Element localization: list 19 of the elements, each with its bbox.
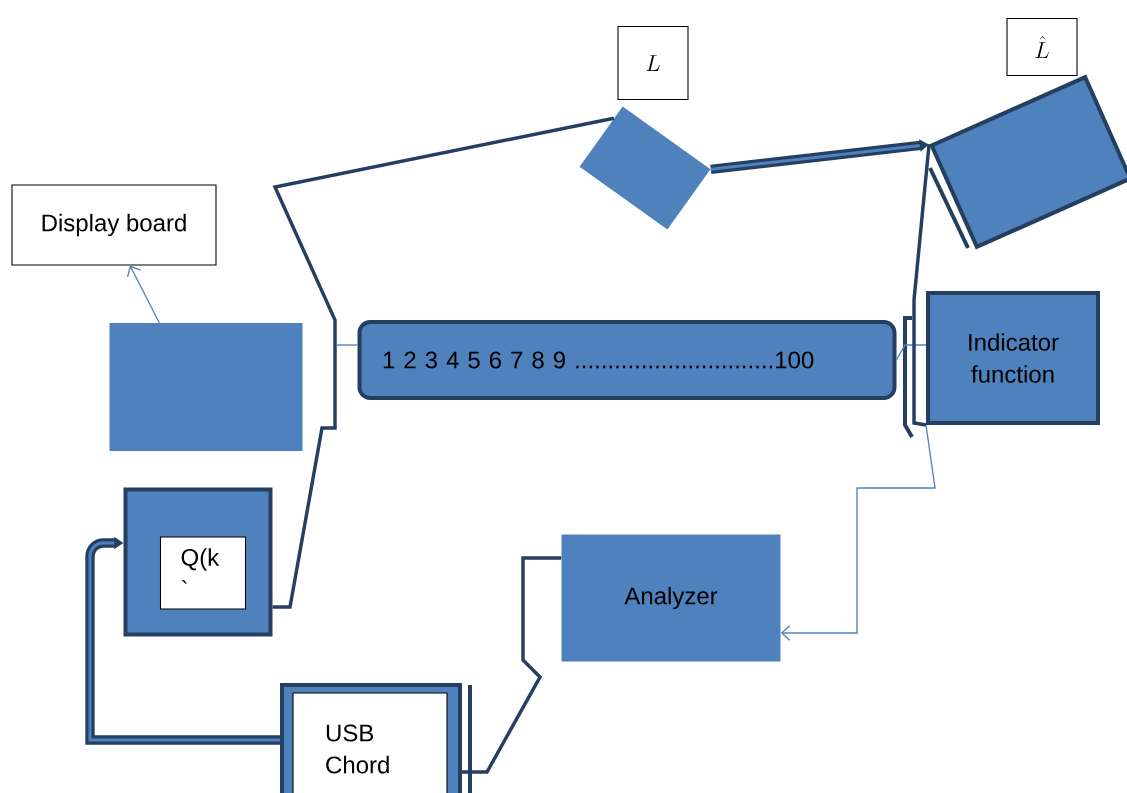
number-bar: 1 2 3 4 5 6 7 8 9 ..............................100 [357, 320, 897, 400]
connector-line [335, 344, 359, 346]
text-box: USB Chord [292, 692, 448, 793]
connector-line [272, 116, 615, 609]
connector-line [462, 556, 562, 774]
symbol-box: $L$ [617, 25, 689, 101]
tilted-box [579, 106, 711, 230]
filled-box [109, 323, 303, 451]
text-box: Q(k ` [159, 536, 247, 610]
arrow [710, 139, 929, 174]
arrow [85, 536, 280, 745]
analyzer-box: Analyzer [561, 534, 781, 662]
connector-line [895, 344, 927, 361]
function-box: Indicator function [926, 291, 1100, 425]
arrow [780, 424, 936, 641]
connector-line [912, 144, 931, 427]
text-box: Display board [11, 184, 217, 266]
symbol-box: $\hat{L}$ [1006, 17, 1078, 77]
arrow [126, 265, 160, 324]
